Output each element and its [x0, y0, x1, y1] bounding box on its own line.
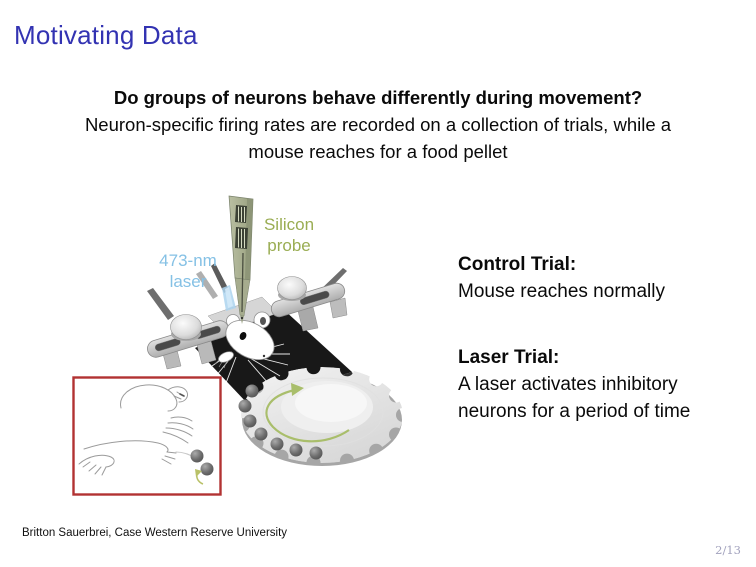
slide-title: Motivating Data	[14, 20, 198, 50]
mouse-eye	[239, 331, 247, 341]
thumb-screw-left	[170, 314, 202, 340]
control-trial-block: Control Trial: Mouse reaches normally	[458, 251, 665, 305]
trial-line: A laser activates inhibitory	[458, 374, 678, 395]
trial-heading: Laser Trial:	[458, 347, 560, 368]
trial-line: Mouse reaches normally	[458, 281, 665, 302]
page-number: 2/13	[715, 543, 741, 557]
head-bar-right	[270, 276, 348, 332]
laser-label: 473-nm	[159, 251, 217, 270]
inset-pellet	[190, 449, 204, 463]
footer-credit: Britton Sauerbrei, Case Western Reserve …	[22, 527, 288, 539]
inset-arrow-icon	[195, 469, 204, 485]
thumb-screw-right	[277, 276, 307, 300]
research-question: Do groups of neurons behave differently …	[113, 87, 643, 108]
probe-label: Silicon	[264, 215, 314, 234]
laser-beam	[211, 263, 236, 311]
inset-pellet	[200, 462, 214, 476]
mouse	[214, 311, 275, 369]
laser-label: laser	[170, 272, 207, 291]
subtitle-line-2: mouse reaches for a food pellet	[248, 141, 508, 162]
experiment-figure: Silicon probe 473-nm laser	[72, 195, 403, 496]
trial-heading: Control Trial:	[458, 254, 577, 275]
rotation-arrow-icon	[265, 383, 350, 443]
paw-sketch	[78, 384, 198, 476]
subtitle-line-1: Neuron-specific firing rates are recorde…	[84, 114, 672, 135]
probe-label: probe	[267, 236, 310, 255]
food-pellets	[238, 384, 323, 460]
pellet-turntable	[238, 367, 403, 466]
head-bar-left	[147, 314, 229, 370]
reach-inset	[72, 376, 222, 496]
trial-line: neurons for a period of time	[458, 401, 691, 422]
lead-text-block: Do groups of neurons behave differently …	[0, 84, 756, 165]
mouse-head	[225, 319, 275, 361]
silicon-probe	[228, 195, 254, 324]
laser-trial-block: Laser Trial: A laser activates inhibitor…	[458, 344, 690, 425]
